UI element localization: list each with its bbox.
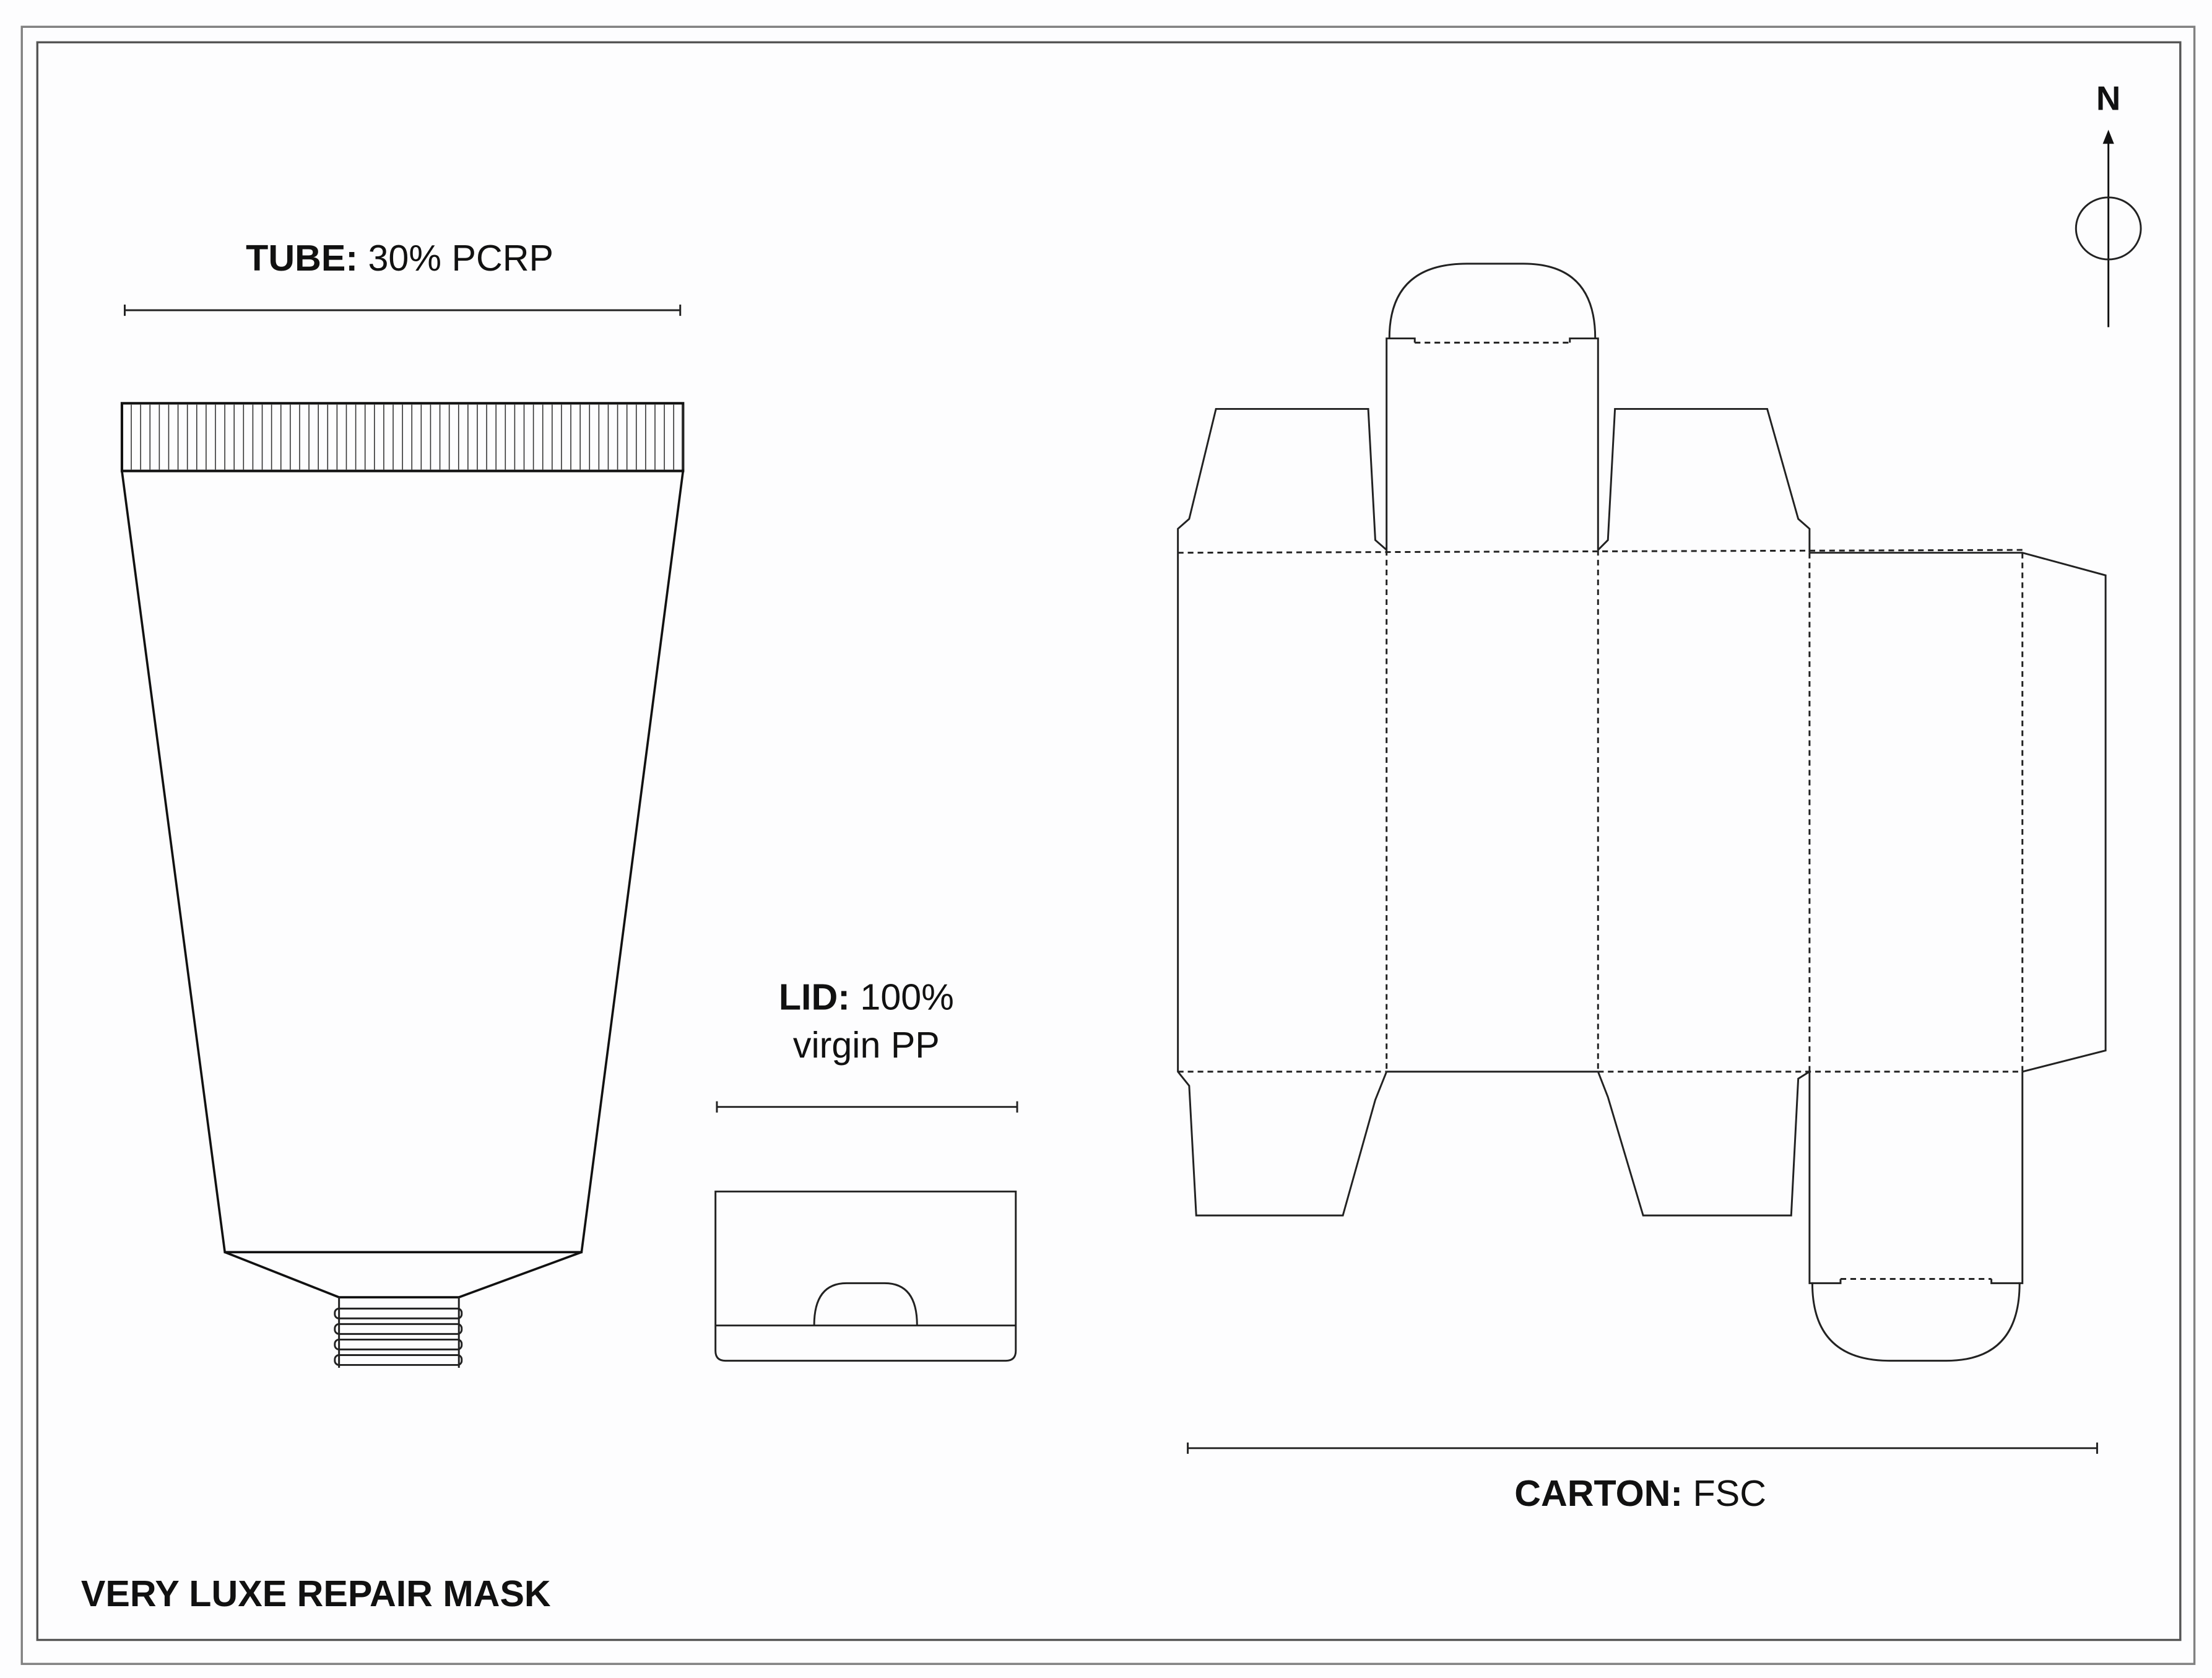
compass-label: N	[2096, 80, 2120, 118]
lid-body	[714, 1190, 1017, 1362]
tube-dimension-line	[124, 304, 682, 316]
tube-section: TUBE: 30% PCRP	[120, 237, 685, 1368]
carton-dimension-line	[1187, 1442, 2098, 1454]
product-title: VERY LUXE REPAIR MASK	[81, 1573, 551, 1614]
lid-dimension-line	[716, 1101, 1018, 1113]
lid-hinge	[813, 1282, 918, 1326]
tube-label: TUBE: 30% PCRP	[246, 237, 553, 279]
inner-frame	[36, 41, 2182, 1641]
tube-shoulder	[224, 1251, 582, 1298]
lid-label: LID: 100%	[779, 976, 954, 1018]
lid-label-line2: virgin PP	[793, 1024, 940, 1066]
tube-cap	[120, 402, 685, 472]
lid-section: LID: 100% virgin PP	[714, 976, 1018, 1362]
carton-label: CARTON: FSC	[1514, 1472, 1766, 1514]
outer-frame	[20, 25, 2196, 1665]
compass: N	[2075, 80, 2142, 328]
carton-dieline	[1177, 263, 2107, 1362]
tube-neck-threads	[334, 1297, 463, 1368]
north-arrow-icon	[2075, 129, 2142, 328]
tube-body	[120, 469, 685, 1254]
carton-section: CARTON: FSC	[1177, 263, 2107, 1514]
